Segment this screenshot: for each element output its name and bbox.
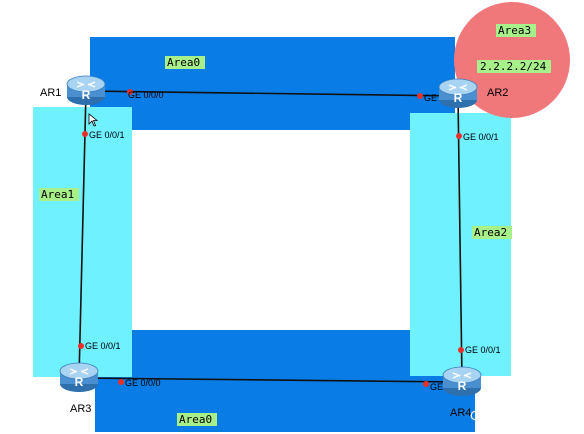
- link-ar1-ar3: [78, 90, 87, 379]
- port-label-ar1-ge000: GE 0/0/0: [128, 90, 164, 100]
- area3-subnet-bg: [477, 60, 551, 73]
- port-dot-ar3-ge000: [118, 379, 124, 385]
- svg-text:R: R: [454, 91, 463, 105]
- port-dot-ar2-ge000: [417, 93, 423, 99]
- svg-text:R: R: [82, 88, 91, 102]
- link-ar2-ar4: [457, 95, 463, 382]
- router-name-ar4: AR4: [450, 407, 471, 419]
- port-dot-ar2-ge001: [456, 133, 462, 139]
- mouse-cursor-icon: [88, 113, 99, 127]
- area1-label: Area1: [41, 188, 74, 201]
- area2-label: Area2: [474, 226, 507, 239]
- port-label-ar2-ge001: GE 0/0/1: [463, 132, 499, 142]
- port-label-ar4-ge001: GE 0/0/1: [465, 345, 501, 355]
- watermark-text: CSDN @木玄玑: [470, 408, 556, 423]
- area3-subnet-label: 2.2.2.2/24: [480, 60, 547, 73]
- port-dot-ar4-ge001: [458, 347, 464, 353]
- area0-top-region: [90, 37, 455, 130]
- port-dot-ar1-ge001: [82, 131, 88, 137]
- port-label-ar3-ge000: GE 0/0/0: [125, 378, 161, 388]
- link-ar1-ar2: [85, 90, 459, 97]
- port-label-ar3-ge001: GE 0/0/1: [85, 341, 121, 351]
- svg-text:R: R: [75, 375, 84, 389]
- area0-top-label: Area0: [167, 56, 200, 69]
- router-icon[interactable]: R: [442, 366, 482, 396]
- link-ar3-ar4: [78, 377, 463, 383]
- area0-bottom-label-bg: [177, 413, 217, 426]
- area2-label-bg: [472, 226, 512, 239]
- svg-text:R: R: [458, 379, 467, 393]
- area1-label-bg: [39, 188, 79, 201]
- area0-top-label-bg: [165, 56, 205, 69]
- port-dot-ar4-ge000: [423, 381, 429, 387]
- area3-label-bg: [496, 24, 536, 37]
- inner-white-gap: [132, 130, 410, 330]
- router-icon[interactable]: R: [438, 78, 478, 108]
- router-icon[interactable]: R: [66, 75, 106, 105]
- port-dot-ar3-ge001: [78, 343, 84, 349]
- router-icon[interactable]: R: [59, 362, 99, 392]
- router-name-ar3: AR3: [70, 403, 91, 415]
- port-dot-ar1-ge000: [127, 89, 133, 95]
- area0-bottom-label: Area0: [179, 413, 212, 426]
- router-name-ar1: AR1: [40, 87, 61, 99]
- area3-label: Area3: [498, 24, 531, 37]
- port-label-ar1-ge001: GE 0/0/1: [89, 130, 125, 140]
- router-name-ar2: AR2: [487, 87, 508, 99]
